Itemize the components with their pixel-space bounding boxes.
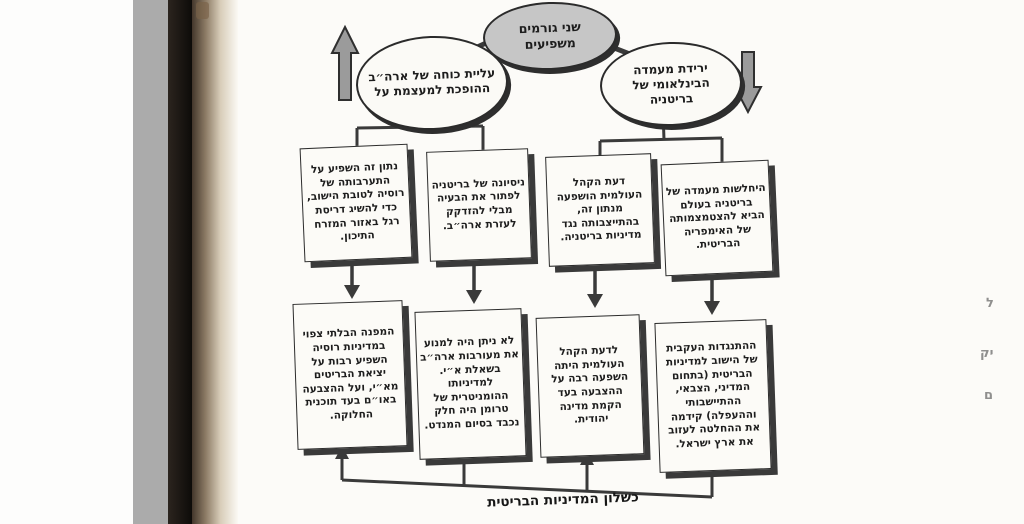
- margin-fragment-3: ם: [984, 388, 994, 403]
- middle-box-4: היחלשות מעמדה של בריטניה בעולם הביא להצט…: [660, 159, 774, 277]
- rise-block-arrow-icon: [330, 24, 360, 101]
- up-arrowhead-3: [580, 452, 594, 465]
- left-factor-label: עליית כוחה של ארה״ב ההופכת למעצמת על: [368, 65, 496, 100]
- middle-box-1: נתון זה השפיע על התערבותה של רוסיה לטובת…: [299, 143, 413, 263]
- bottom-box-4-text: ההתנגדות העקבית של הישוב למדיניות הבריטי…: [665, 339, 761, 451]
- up-arrowhead-1: [335, 446, 349, 459]
- scan-smudge: [196, 2, 209, 19]
- down-arrowhead-3: [587, 294, 603, 308]
- bottom-box-4: ההתנגדות העקבית של הישוב למדיניות הבריטי…: [654, 319, 772, 473]
- bottom-box-1-text: המפנה הבלתי צפוי במדיניות רוסיה השפיע רב…: [302, 325, 399, 422]
- down-arrowhead-2: [466, 290, 482, 304]
- book-spine-shadow: [168, 0, 192, 524]
- page-curvature-gradient: [192, 0, 238, 524]
- middle-box-3-text: דעת הקהל העולמית הושפעה מנתון זה, בהתייצ…: [556, 174, 643, 244]
- middle-box-4-text: היחלשות מעמדה של בריטניה בעולם הביא להצט…: [665, 181, 766, 252]
- bracket-line: [341, 478, 713, 499]
- book-spine-gray-strip: [133, 0, 168, 524]
- bottom-box-3: לדעת הקהל העולמית היתה השפעה רבה על ההצב…: [535, 314, 645, 458]
- down-arrowhead-1: [344, 285, 360, 299]
- bottom-box-3-text: לדעת הקהל העולמית היתה השפעה רבה על ההצב…: [551, 344, 629, 426]
- root-ellipse-label: שני גורמים משפיעים: [518, 19, 581, 52]
- middle-box-1-text: נתון זה השפיע על התערבותה של רוסיה לטובת…: [306, 160, 405, 243]
- bottom-box-2: לא ניתן היה למנוע את מעורבות ארה״ב בשאלת…: [414, 308, 527, 460]
- down-arrowhead-4: [704, 301, 720, 315]
- margin-fragment-1: ל: [986, 296, 994, 311]
- margin-fragment-2: יק: [980, 346, 994, 361]
- middle-box-2: ניסיונה של בריטניה לפתור את הבעיה מבלי ל…: [426, 148, 532, 262]
- middle-box-2-text: ניסיונה של בריטניה לפתור את הבעיה מבלי ל…: [431, 176, 526, 232]
- bottom-box-1: המפנה הבלתי צפוי במדיניות רוסיה השפיע רב…: [292, 300, 408, 450]
- bottom-box-2-text: לא ניתן היה למנוע את מעורבות ארה״ב בשאלת…: [419, 334, 520, 432]
- middle-box-3: דעת הקהל העולמית הושפעה מנתון זה, בהתייצ…: [545, 153, 655, 267]
- right-factor-label: ירידת מעמדה הבינלאומי של בריטניה: [632, 60, 710, 107]
